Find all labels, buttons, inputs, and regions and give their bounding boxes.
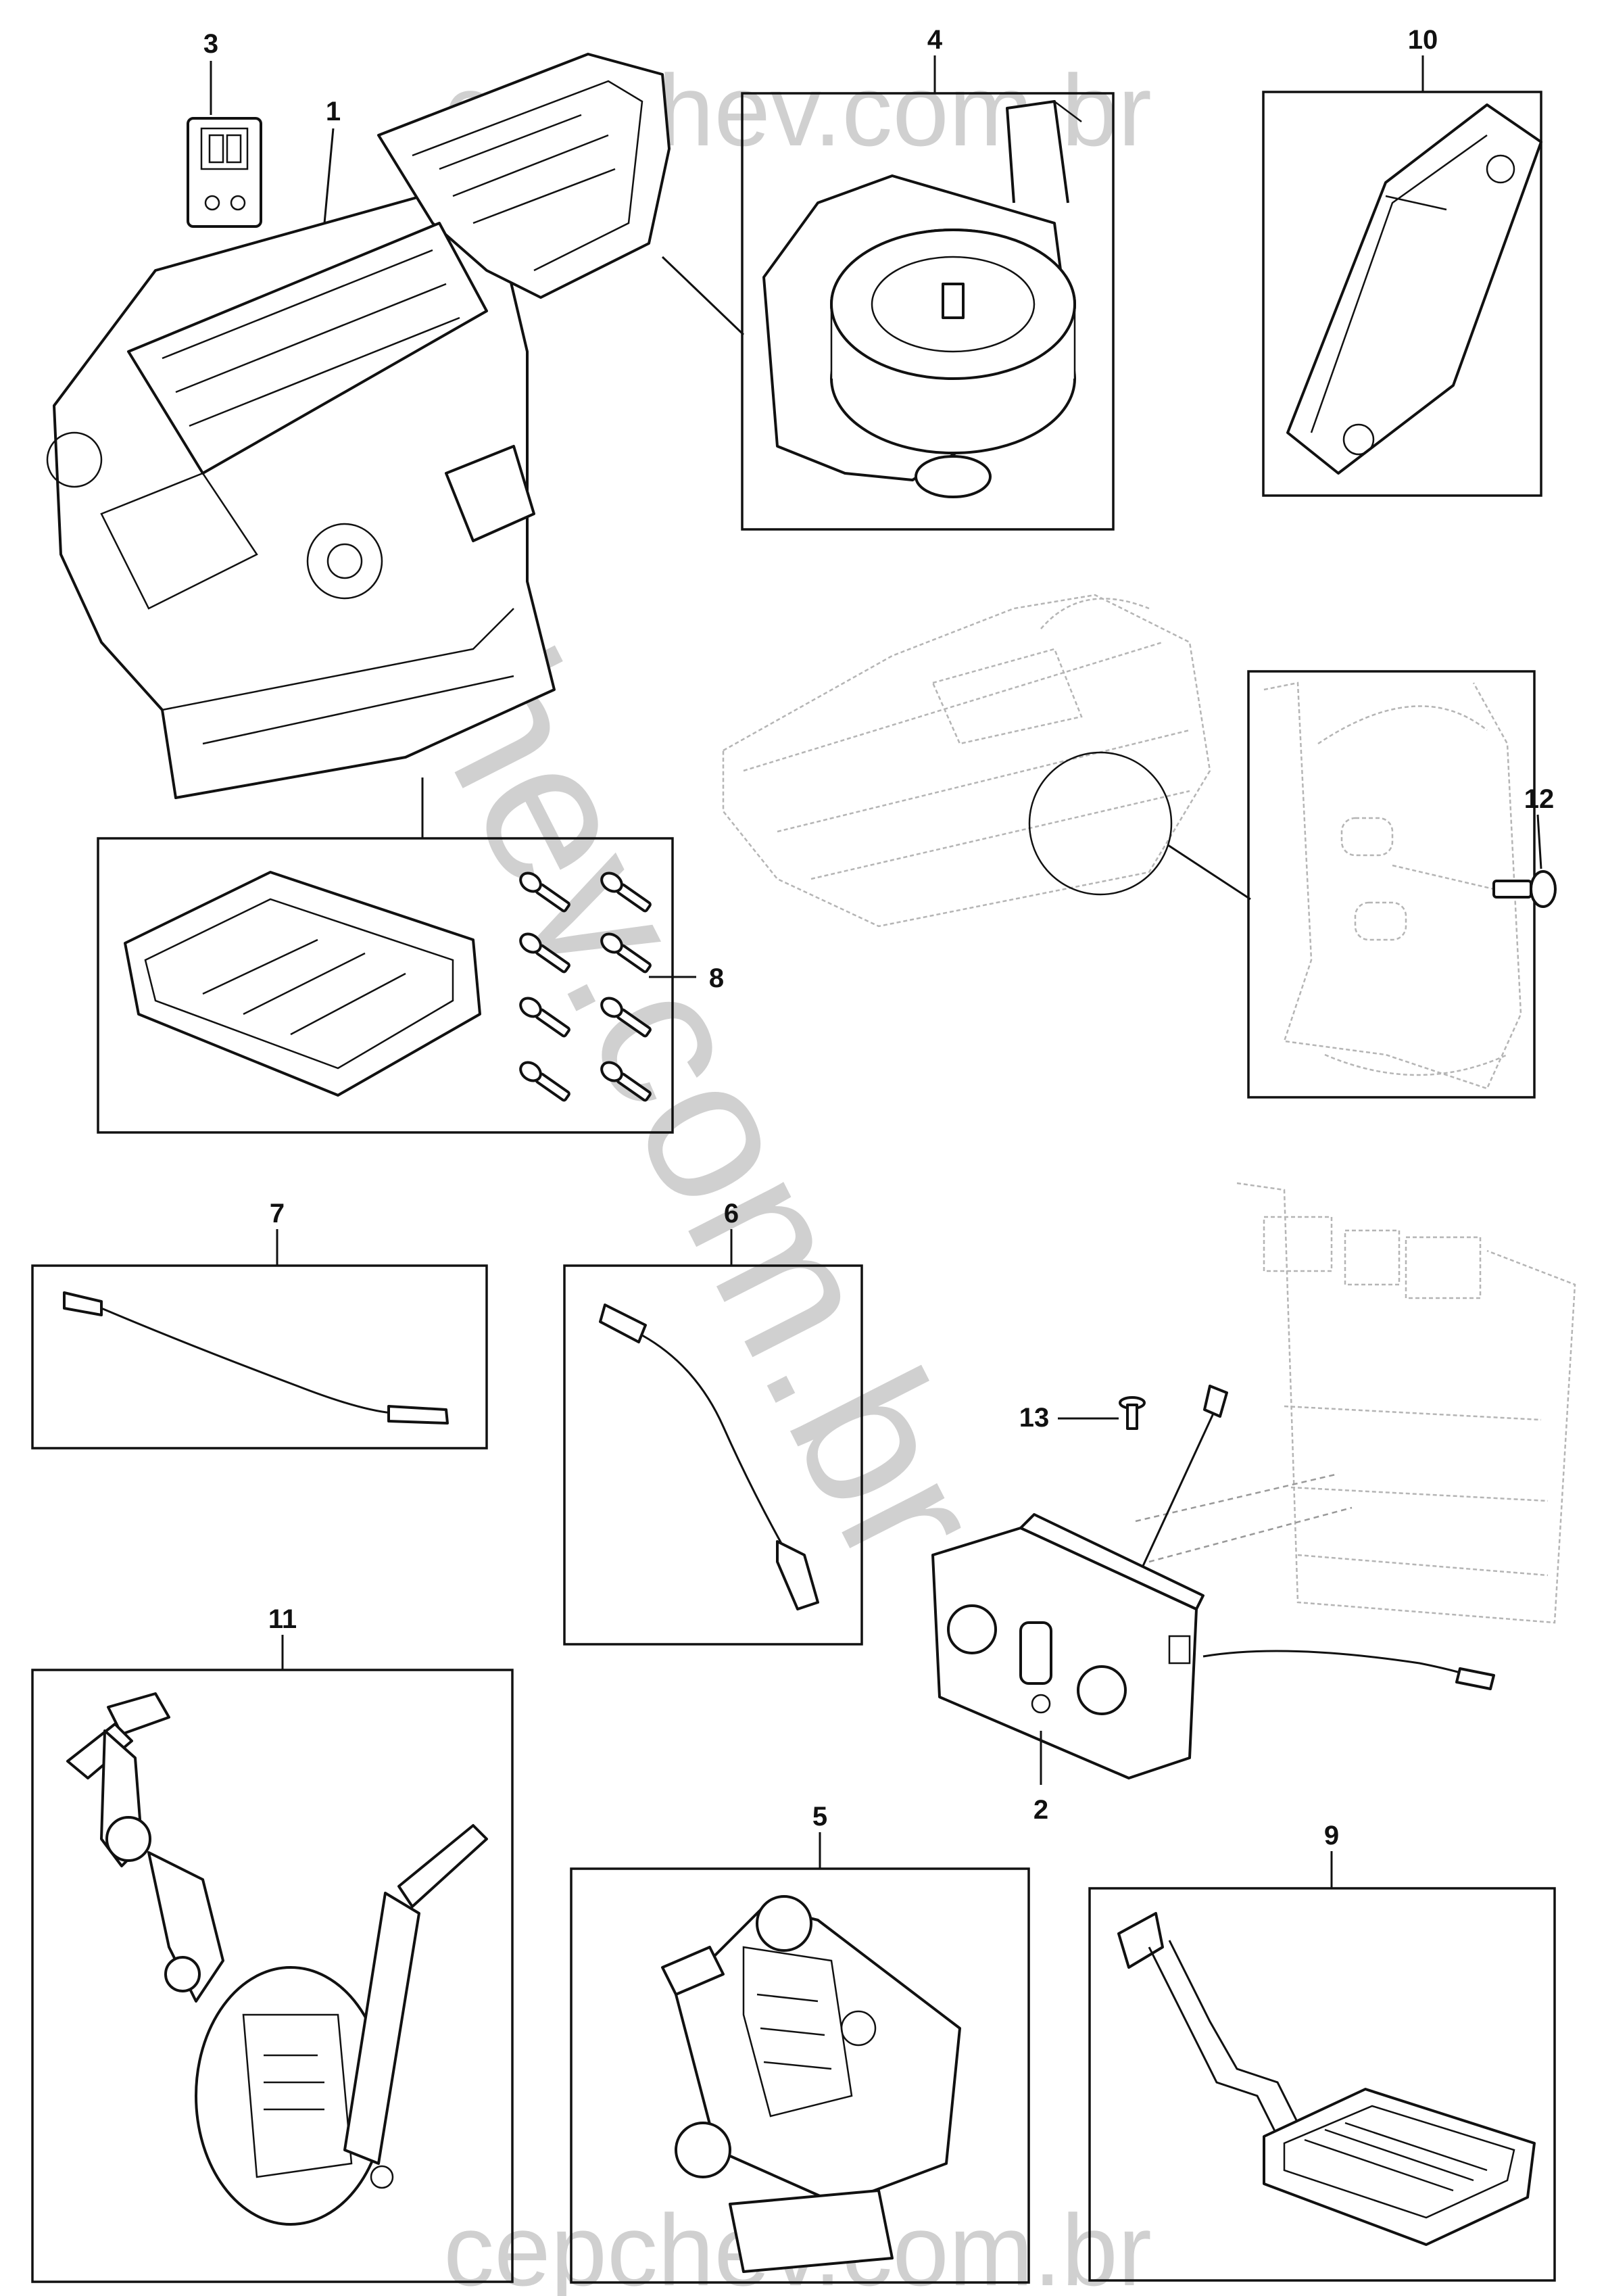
part-2-hvac-control-panel (931, 1513, 1204, 1779)
callout-10: 10 (1408, 25, 1438, 55)
callout-3: 3 (203, 29, 218, 59)
screw (519, 871, 570, 913)
part-8-lower-tray (124, 871, 481, 1097)
box-8 (97, 837, 674, 1134)
part-1-hvac-module (46, 53, 671, 799)
callout-7: 7 (270, 1199, 285, 1228)
callout-6: 6 (724, 1199, 739, 1228)
leader-detail-12 (1167, 844, 1251, 901)
callout-5: 5 (812, 1802, 827, 1832)
part-13-screw (1119, 1396, 1146, 1430)
center-console-reference (1236, 1182, 1576, 1624)
screw (600, 997, 652, 1038)
part-11-mode-actuator (66, 1692, 488, 2226)
detail-circle-12 (1028, 751, 1173, 896)
callout-12: 12 (1524, 784, 1555, 814)
part-4-blower-motor (762, 100, 1082, 498)
part-7-control-cable (63, 1291, 449, 1425)
part-10-cabin-filter (1286, 103, 1542, 475)
box-12-detail (1247, 670, 1536, 1099)
callout-9: 9 (1324, 1821, 1339, 1850)
screw (519, 997, 570, 1038)
leader-module-to-4 (661, 256, 745, 336)
leader-1 (323, 128, 335, 224)
box-9 (1088, 1887, 1556, 2282)
part-8-screws (519, 871, 652, 1102)
part-9-heater-core (1117, 1912, 1536, 2246)
screw (600, 871, 652, 913)
hvac-control-cables-reference (1134, 1385, 1495, 1690)
callout-13: 13 (1019, 1403, 1050, 1433)
callout-1: 1 (326, 97, 341, 126)
box-6 (563, 1264, 863, 1646)
part-12-bolt (1492, 870, 1557, 908)
screw (519, 1061, 570, 1102)
box-4 (741, 92, 1115, 531)
box-10 (1262, 91, 1542, 497)
box-11 (31, 1669, 514, 2283)
part-3-switch (187, 117, 262, 228)
part-6-control-cable (599, 1304, 819, 1610)
callout-4: 4 (927, 25, 943, 55)
screw (519, 932, 570, 974)
callout-2: 2 (1033, 1795, 1048, 1825)
part-12-detail-view (1263, 681, 1522, 1090)
leader-12 (1536, 814, 1542, 869)
callout-8: 8 (709, 963, 724, 993)
box-7 (31, 1264, 488, 1450)
callout-11: 11 (268, 1604, 297, 1634)
part-5-temperature-actuator (661, 1895, 961, 2273)
box-5 (570, 1867, 1030, 2284)
vehicle-dashboard-reference (722, 594, 1211, 928)
screw (600, 1061, 652, 1102)
screw (600, 932, 652, 974)
